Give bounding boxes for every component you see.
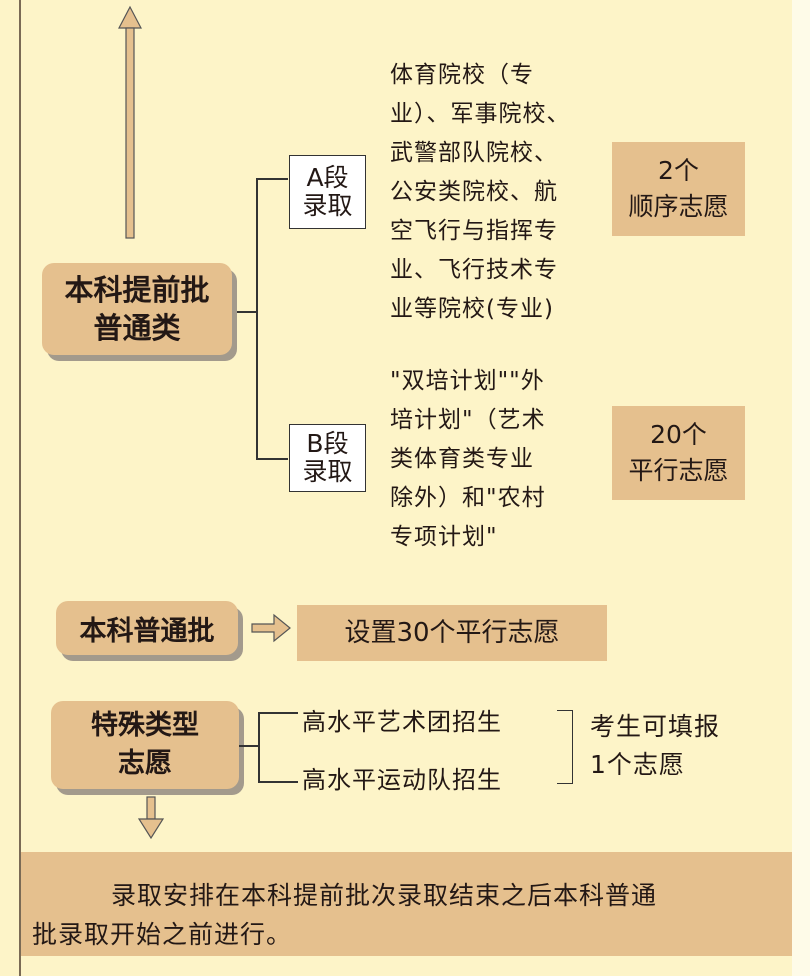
note-line2: 批录取开始之前进行。 [32, 920, 293, 949]
description-line: 类体育类专业 [390, 446, 534, 472]
segment-a-label-line2: 录取 [302, 191, 353, 220]
segment-a-result-line1: 2个 [658, 156, 699, 185]
early-batch-box: 本科提前批 普通类 [42, 263, 232, 355]
early-batch-title-line2: 普通类 [93, 311, 181, 345]
special-type-result-line2: 1个志愿 [590, 750, 685, 779]
note-band: 录取安排在本科提前批次录取结束之后本科普通 批录取开始之前进行。 [21, 852, 792, 956]
right-bracket [557, 710, 573, 784]
special-type-title-line1: 特殊类型 [91, 710, 199, 741]
special-type-result-line1: 考生可填报 [590, 712, 721, 741]
segment-b-result-box: 20个 平行志愿 [612, 406, 745, 500]
segment-b-result-line2: 平行志愿 [628, 456, 729, 485]
segment-b-label-line2: 录取 [302, 457, 353, 486]
segment-b-box: B段 录取 [289, 424, 366, 492]
description-line: 业）、军事院校、 [390, 101, 571, 127]
special-item-art-troupe: 高水平艺术团招生 [302, 708, 502, 736]
description-line: "双培计划""外 [390, 368, 545, 394]
regular-batch-result-box: 设置30个平行志愿 [297, 605, 607, 661]
regular-batch-title: 本科普通批 [79, 615, 215, 647]
segment-b-description: "双培计划""外培计划"（艺术类体育类专业除外）和"农村专项计划" [390, 362, 546, 557]
right-arrow-icon [251, 613, 291, 643]
connector-line [258, 712, 260, 782]
left-border-line [19, 0, 21, 976]
description-line: 培计划"（艺术 [390, 407, 546, 433]
right-margin [792, 0, 810, 976]
segment-b-result-line1: 20个 [650, 420, 707, 449]
special-item-sports-team: 高水平运动队招生 [302, 766, 502, 794]
special-type-box: 特殊类型 志愿 [51, 701, 239, 789]
connector-line [258, 712, 298, 714]
description-line: 体育院校（专 [390, 62, 534, 88]
segment-a-result-box: 2个 顺序志愿 [612, 142, 745, 236]
description-line: 空飞行与指挥专 [390, 218, 558, 244]
connector-line [239, 745, 259, 747]
connector-line [256, 178, 288, 180]
note-line1: 录取安排在本科提前批次录取结束之后本科普通 [111, 881, 658, 910]
special-type-title-line2: 志愿 [118, 748, 172, 779]
segment-a-result-line2: 顺序志愿 [628, 192, 729, 221]
regular-batch-result: 设置30个平行志愿 [344, 618, 560, 648]
segment-a-description: 体育院校（专业）、军事院校、武警部队院校、公安类院校、航空飞行与指挥专业、飞行技… [390, 56, 571, 329]
up-arrow-icon [118, 5, 142, 239]
down-arrow-icon [137, 796, 165, 840]
special-type-result: 考生可填报 1个志愿 [590, 708, 720, 784]
connector-line [256, 458, 288, 460]
connector-line [237, 311, 257, 313]
segment-a-box: A段 录取 [289, 155, 366, 229]
segment-b-label-line1: B段 [306, 429, 349, 458]
description-line: 业等院校(专业) [390, 296, 554, 322]
description-line: 除外）和"农村 [390, 485, 546, 511]
description-line: 业、飞行技术专 [390, 257, 558, 283]
connector-line [258, 781, 298, 783]
segment-a-label-line1: A段 [306, 163, 349, 192]
regular-batch-box: 本科普通批 [56, 601, 238, 655]
early-batch-title-line1: 本科提前批 [64, 273, 210, 307]
connector-line [256, 178, 258, 459]
description-line: 公安类院校、航 [390, 179, 558, 205]
description-line: 武警部队院校、 [390, 140, 558, 166]
description-line: 专项计划" [390, 524, 498, 550]
